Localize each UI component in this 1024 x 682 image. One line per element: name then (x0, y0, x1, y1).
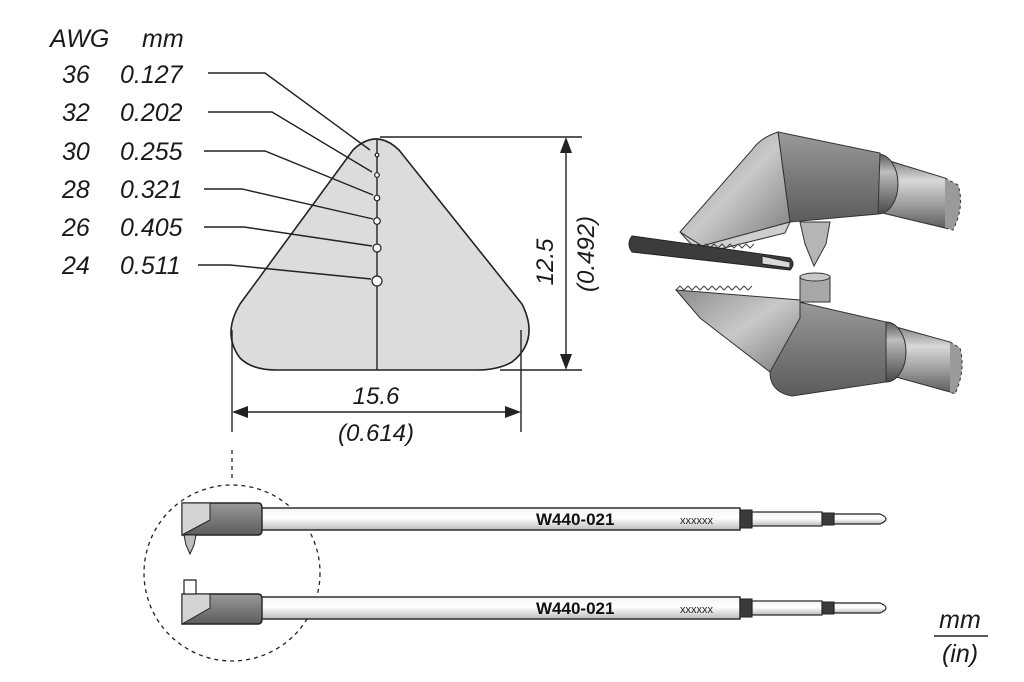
awg-32: 32 (62, 99, 90, 127)
width-in: (0.614) (338, 420, 414, 447)
units-mm: mm (939, 606, 981, 634)
mm-0511: 0.511 (120, 252, 181, 280)
awg-26: 26 (61, 214, 90, 242)
leader-24 (198, 264, 372, 280)
mm-0405: 0.405 (120, 214, 183, 242)
notch-36 (374, 152, 380, 158)
top-part-code: W440-021 (536, 510, 614, 529)
cartridge-top: W440-021 xxxxxx (181, 502, 887, 556)
height-dimension: 12.5 (0.492) (380, 136, 600, 371)
upper-body (777, 131, 881, 223)
bottom-part-code: W440-021 (536, 599, 614, 618)
leader-36 (208, 72, 371, 151)
upper-tip (799, 221, 831, 268)
bottom-tip (183, 579, 197, 595)
top-head-face (181, 502, 211, 536)
top-serial: xxxxxx (680, 515, 714, 527)
height-arrow-top (560, 137, 572, 153)
notch-28 (373, 217, 381, 225)
awg-28: 28 (61, 176, 90, 204)
top-band (739, 509, 753, 529)
width-mm: 15.6 (353, 383, 400, 410)
bottom-pin (833, 602, 887, 614)
blade-outline (230, 138, 530, 371)
height-in: (0.492) (573, 216, 600, 292)
awg-36: 36 (62, 61, 90, 89)
lower-body (769, 299, 887, 397)
leader-32 (208, 111, 373, 173)
bottom-head-face (181, 593, 211, 625)
cartridge-detail (143, 484, 321, 662)
awg-24: 24 (61, 252, 90, 280)
notch-32 (374, 172, 380, 178)
notch-24 (371, 275, 383, 287)
bottom-serial: xxxxxx (680, 604, 714, 616)
bottom-shaft (259, 596, 741, 620)
height-mm: 12.5 (532, 238, 559, 285)
top-tip (183, 534, 197, 556)
width-dimension: 15.6 (0.614) (231, 330, 522, 447)
units-legend: mm (in) (934, 606, 988, 668)
blade-profile (198, 72, 530, 371)
leader-28 (204, 188, 374, 220)
notch-26 (372, 243, 382, 253)
wire-conductor (761, 255, 791, 269)
leader-26 (204, 226, 373, 247)
awg-header: AWG (48, 25, 109, 53)
top-neck (751, 511, 823, 527)
top-shaft (259, 507, 741, 531)
stripper-3d-view (628, 131, 963, 397)
bottom-neck (751, 600, 823, 616)
top-pin (833, 513, 887, 525)
width-arrow-right (505, 406, 521, 418)
top-band-2 (821, 512, 835, 526)
mm-header: mm (142, 25, 184, 53)
notch-30 (373, 194, 381, 202)
wire-gauge-table: AWG mm 36 0.127 32 0.202 30 0.255 28 0.3… (48, 25, 184, 280)
cartridge-bottom: W440-021 xxxxxx (181, 579, 887, 625)
mm-0255: 0.255 (120, 138, 183, 166)
detail-circle (143, 484, 321, 662)
height-arrow-bottom (560, 354, 572, 370)
units-in: (in) (942, 640, 978, 668)
wire-insulation (628, 235, 794, 271)
bottom-band (739, 598, 753, 618)
lower-blade (674, 289, 801, 373)
leader-30 (204, 150, 374, 196)
bottom-band-2 (821, 601, 835, 615)
awg-30: 30 (62, 138, 90, 166)
width-arrow-left (232, 406, 248, 418)
mm-0202: 0.202 (120, 99, 183, 127)
mm-0127: 0.127 (120, 61, 184, 89)
mm-0321: 0.321 (120, 176, 183, 204)
